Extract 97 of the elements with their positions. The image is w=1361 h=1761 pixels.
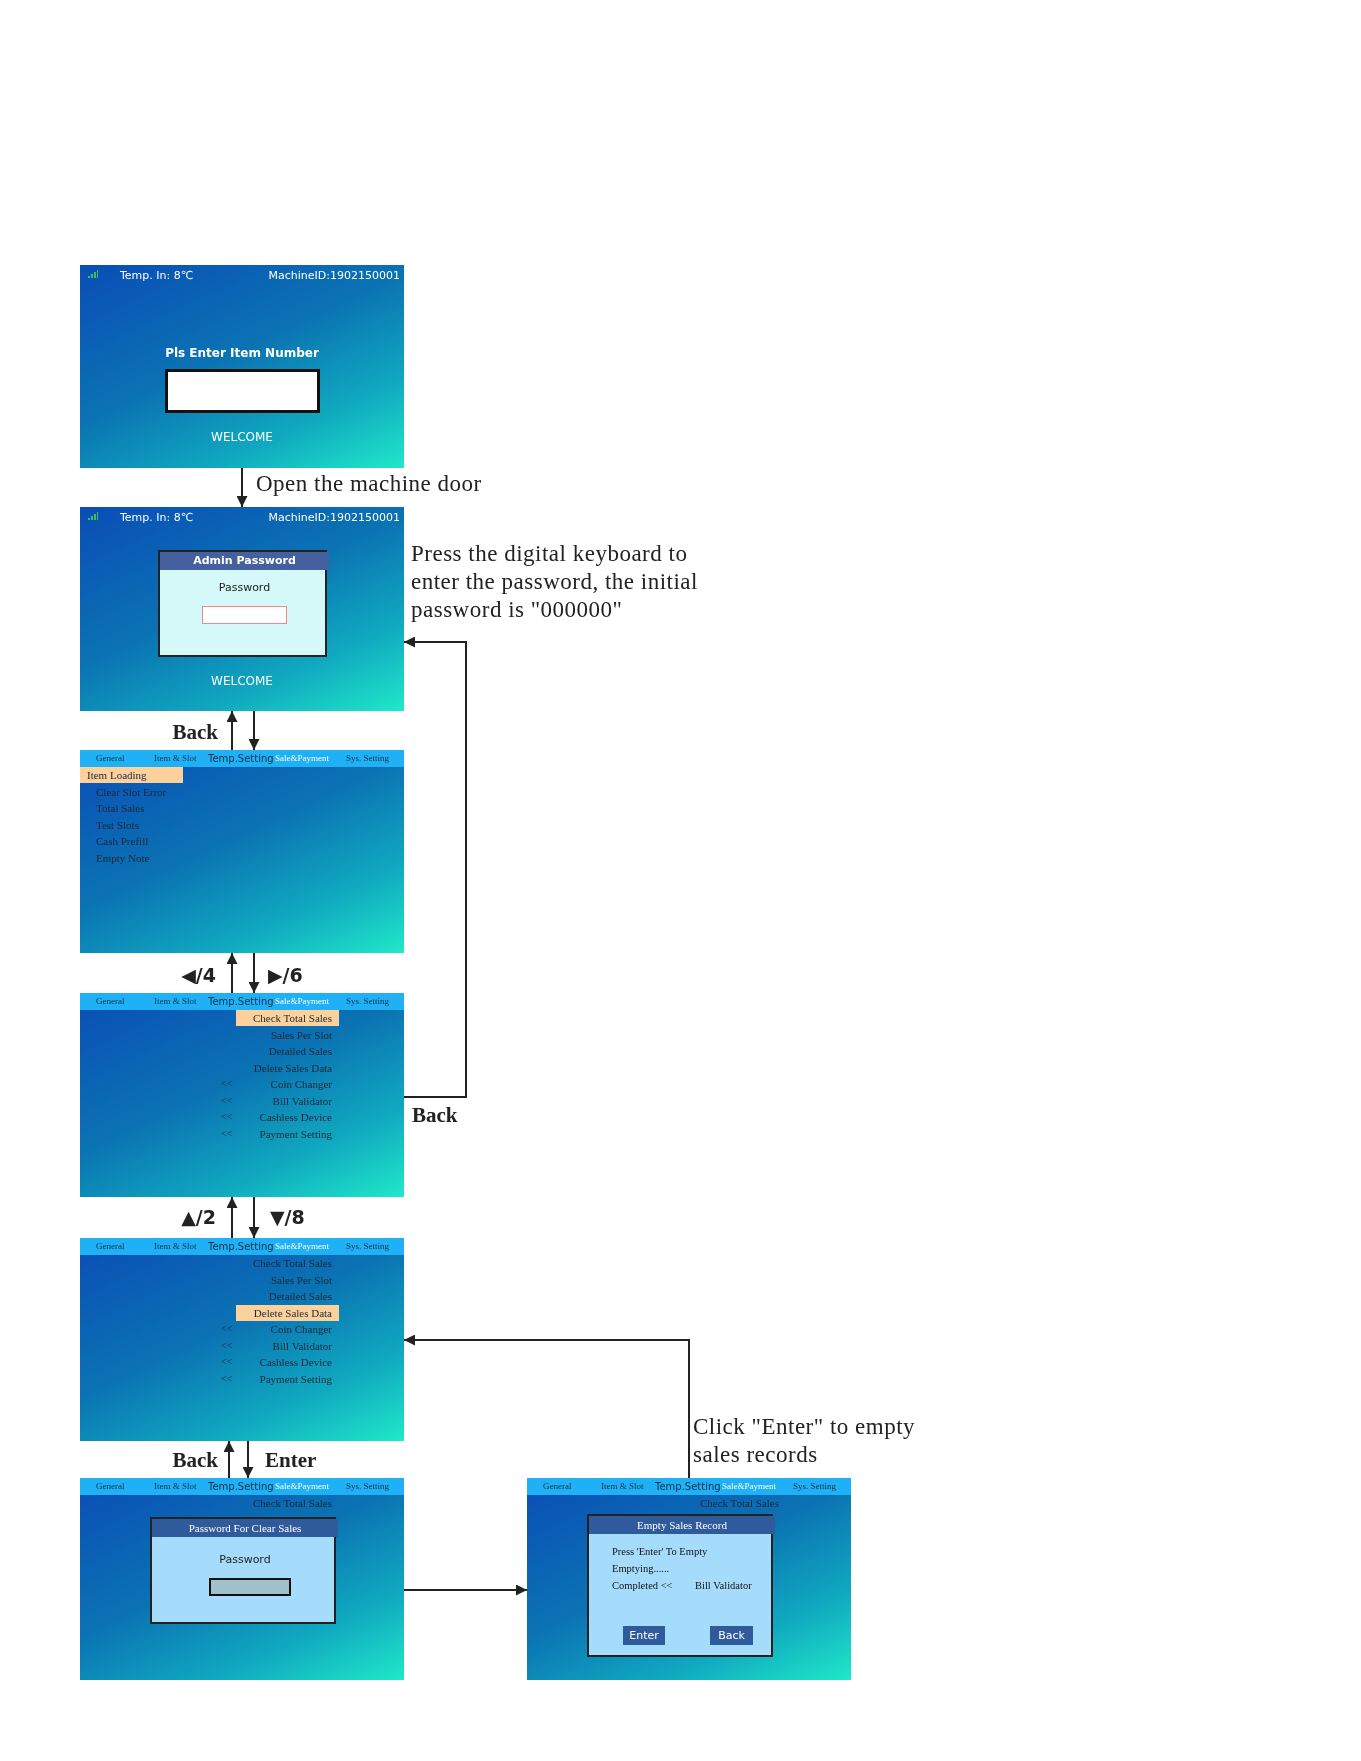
dialog-box: [587, 1514, 773, 1657]
menu-item: Check Total Sales: [251, 1256, 333, 1271]
status-text: Temp. In: 8℃: [120, 268, 195, 284]
tab-label: Temp.Setting: [208, 1480, 274, 1494]
menu-item: Check Total Sales: [251, 1496, 333, 1511]
arrow: [242, 1440, 254, 1479]
menu-item: Sales Per Slot: [269, 1272, 333, 1288]
device-screen: [80, 1478, 404, 1680]
tab-label: General: [96, 1480, 126, 1493]
tab-label: Sys. Setting: [346, 752, 390, 765]
menu-item: Coin Changer: [269, 1077, 333, 1092]
menu-item: Payment Setting: [258, 1126, 333, 1142]
menu-item: Cashless Device: [258, 1110, 333, 1125]
prompt-text: Pls Enter Item Number: [164, 345, 320, 362]
menu-item: Bill Validator: [271, 1338, 333, 1354]
menu-item: Coin Changer: [269, 1322, 333, 1337]
status-text: MachineID:1902150001: [267, 268, 400, 284]
welcome-text: WELCOME: [210, 673, 274, 690]
menu-item: Payment Setting: [258, 1371, 333, 1387]
arrow: [403, 1334, 690, 1479]
tab-label: Sale&Payment: [275, 1480, 330, 1493]
menu-item: Cashless Device: [258, 1355, 333, 1370]
device-screen: [80, 1238, 404, 1441]
dialog-text: Emptying......: [612, 1563, 671, 1576]
tab-label: Sale&Payment: [275, 995, 330, 1008]
arrow: [226, 1196, 238, 1239]
menu-item: Check Total Sales: [698, 1496, 780, 1511]
dialog-box: [158, 550, 327, 657]
tab-label: Sys. Setting: [346, 995, 390, 1008]
tab-label: General: [96, 995, 126, 1008]
tab-label: Item & Slot: [154, 1480, 198, 1493]
menu-marker: <<: [221, 1371, 234, 1386]
menu-item: Item Loading: [80, 767, 183, 783]
tab-label: Sale&Payment: [275, 1240, 330, 1253]
menu-marker: <<: [221, 1322, 234, 1336]
tab-label: General: [543, 1480, 573, 1493]
menu-item: Empty Note: [95, 850, 151, 866]
tab-label: Sys. Setting: [793, 1480, 837, 1493]
menu-item: Detailed Sales: [267, 1289, 333, 1304]
tab-label: Item & Slot: [601, 1480, 645, 1493]
dialog-text: Completed <<: [612, 1580, 674, 1593]
menu-marker: <<: [221, 1093, 234, 1108]
tab-label: Temp.Setting: [208, 1240, 274, 1254]
tab-label: Temp.Setting: [208, 995, 274, 1009]
dialog-title: Empty Sales Record: [589, 1516, 775, 1534]
menu-item: Total Sales: [95, 801, 146, 816]
arrow: [248, 952, 260, 994]
device-screen: [80, 750, 404, 953]
tab-label: General: [96, 1240, 126, 1253]
menu-item: Clear Slot Error: [95, 784, 168, 800]
arrow: [236, 467, 248, 508]
dialog-button: Back: [710, 1626, 753, 1645]
menu-item: Test Slots: [95, 817, 140, 833]
menu-marker: <<: [221, 1338, 234, 1353]
dialog-box: [150, 1517, 336, 1624]
dialog-text: Bill Validator: [695, 1580, 753, 1593]
arrow: [226, 710, 238, 751]
menu-item: Check Total Sales: [236, 1010, 339, 1026]
arrow: [248, 1196, 260, 1239]
menu-item: Delete Sales Data: [236, 1304, 339, 1321]
tab-label: Sale&Payment: [275, 752, 330, 765]
menu-item: Cash Prefill: [95, 834, 150, 849]
tab-label: Temp.Setting: [208, 752, 274, 766]
field-label: Password: [218, 1553, 272, 1568]
menu-marker: <<: [221, 1077, 234, 1091]
menu-item: Bill Validator: [271, 1093, 333, 1109]
welcome-text: WELCOME: [210, 429, 274, 446]
device-screen: [80, 507, 404, 711]
field-label: Password: [217, 581, 272, 596]
tab-label: General: [96, 752, 126, 765]
dialog-text: Press 'Enter' To Empty: [612, 1546, 709, 1559]
device-screen: [80, 993, 404, 1197]
menu-marker: <<: [221, 1110, 234, 1124]
tab-label: Sale&Payment: [722, 1480, 777, 1493]
status-text: MachineID:1902150001: [267, 510, 400, 526]
tab-label: Sys. Setting: [346, 1240, 390, 1253]
status-text: Temp. In: 8℃: [120, 510, 195, 526]
tab-label: Item & Slot: [154, 995, 198, 1008]
menu-marker: <<: [221, 1355, 234, 1369]
tab-label: Sys. Setting: [346, 1480, 390, 1493]
device-screen: [527, 1478, 851, 1680]
dialog-button: Enter: [623, 1626, 665, 1645]
dialog-title: Password For Clear Sales: [152, 1519, 338, 1537]
device-screen: [80, 265, 404, 468]
menu-item: Delete Sales Data: [252, 1060, 333, 1076]
arrow: [223, 1440, 235, 1479]
arrow: [226, 952, 238, 994]
arrow: [248, 710, 260, 751]
menu-marker: <<: [221, 1126, 234, 1141]
menu-item: Detailed Sales: [267, 1044, 333, 1059]
tab-label: Item & Slot: [154, 752, 198, 765]
tab-label: Temp.Setting: [655, 1480, 721, 1494]
menu-item: Sales Per Slot: [269, 1027, 333, 1043]
dialog-title: Admin Password: [160, 552, 329, 570]
arrow: [403, 1584, 528, 1596]
arrow: [403, 636, 467, 1098]
tab-label: Item & Slot: [154, 1240, 198, 1253]
